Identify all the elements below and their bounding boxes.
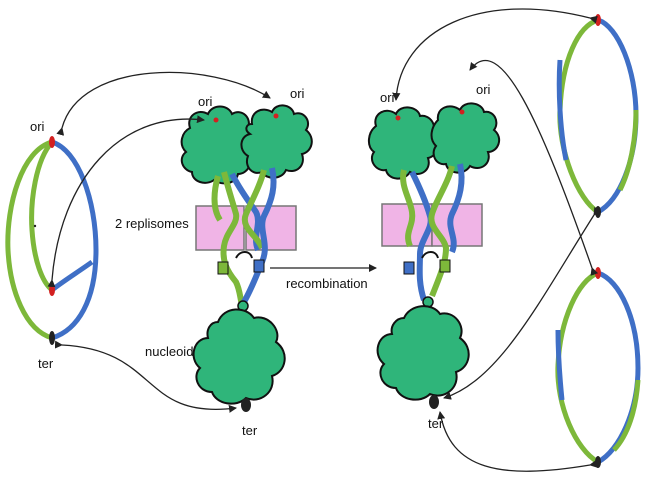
middle-ori-label-left: ori (198, 94, 213, 109)
middle-ter-label: ter (242, 423, 258, 438)
right-bottom-ter-marker (595, 456, 601, 468)
right-ori-nucleoid-right (430, 102, 501, 174)
arrows (47, 8, 602, 472)
recombination-label: recombination (286, 276, 368, 291)
left-chromosome (5, 136, 99, 345)
arrow-right-bottom-ter-to-cell-ter (437, 411, 598, 472)
left-ter-label: ter (38, 356, 54, 371)
arrow-right-top-ter-to-cell-ter (443, 206, 602, 400)
right-ori-nucleoid-left (368, 106, 439, 180)
left-ter-marker (49, 331, 55, 345)
left-replicated-ori-marker (49, 284, 55, 296)
left-chromosome-green-arc (5, 139, 53, 341)
labels: ori ori ori ori ori 2 replisomes recombi… (30, 82, 491, 438)
right-cell-ori-label-left: ori (380, 90, 395, 105)
middle-ori-label-right: ori (290, 86, 305, 101)
left-ori-label: ori (30, 119, 45, 134)
right-top-ori-marker (595, 14, 601, 26)
middle-right-cell (368, 102, 501, 409)
left-ori-marker (49, 136, 55, 148)
right-cell-ori-label-right: ori (476, 82, 491, 97)
right-cell-ter-label: ter (428, 416, 444, 431)
right-nucleoid (376, 305, 470, 401)
right-top-ter-marker (595, 206, 601, 218)
left-inner-blue-arc (50, 259, 94, 292)
arrow-right-top-ori-to-cell-ori-left (392, 8, 598, 101)
left-dot (33, 224, 37, 228)
right-cell-ter-marker (429, 395, 439, 409)
right-top-chromosome (556, 14, 639, 218)
middle-nucleoid (192, 308, 286, 405)
middle-ter-marker (241, 398, 251, 412)
arrow-left-ori-to-middle-ori (56, 71, 271, 136)
arrow-left-ter-to-middle-ter (54, 340, 237, 413)
nucleoid-label: nucleoid (145, 344, 193, 359)
replisomes-label: 2 replisomes (115, 216, 189, 231)
right-bottom-chromosome (555, 267, 641, 468)
left-inner-green-arc (29, 140, 54, 292)
middle-left-cell (180, 104, 313, 412)
right-bottom-ori-marker (595, 267, 601, 279)
arrow-left-inner-ori-to-middle-ori (47, 115, 205, 288)
